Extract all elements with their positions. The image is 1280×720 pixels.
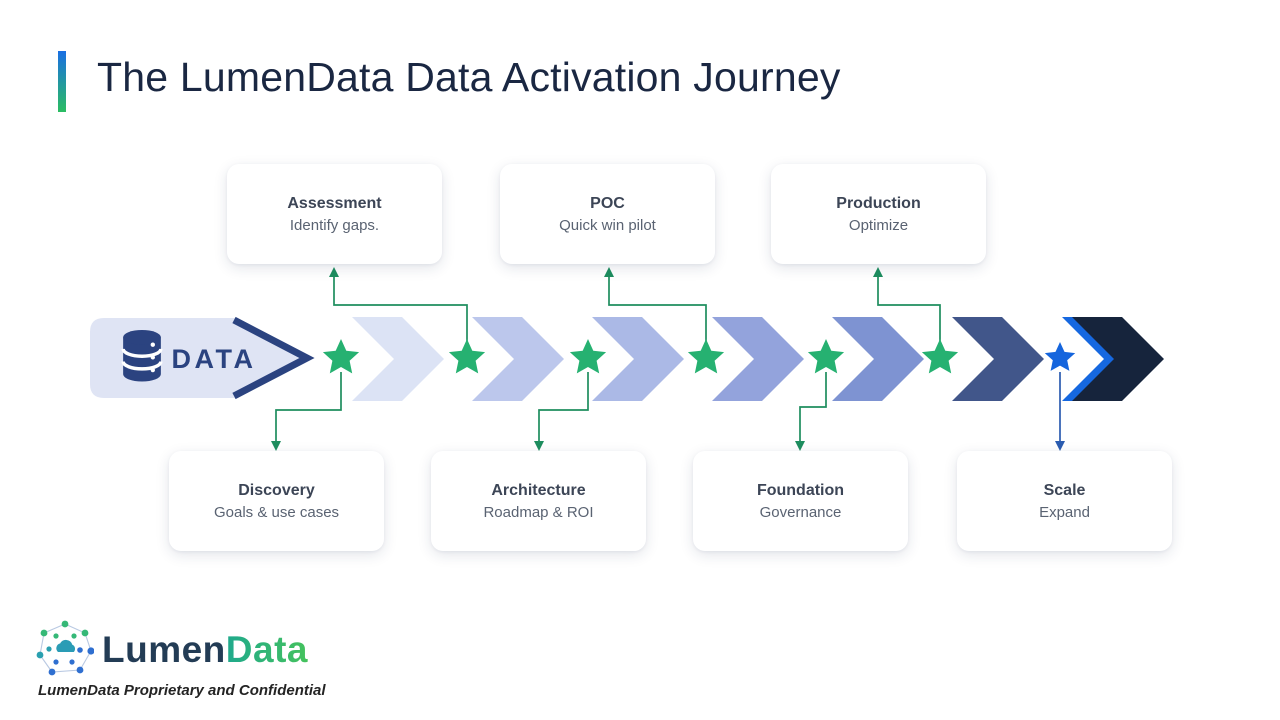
page-title: The LumenData Data Activation Journey: [97, 54, 841, 100]
milestone-star-6: [921, 339, 959, 374]
card-title: Foundation: [756, 481, 845, 499]
card-subtitle: Quick win pilot: [559, 216, 656, 234]
connector-production: [873, 267, 941, 346]
logo-wordmark: LumenData: [102, 629, 308, 671]
card-foundation: Foundation Governance: [693, 451, 908, 551]
chevron-step-6: [952, 317, 1044, 401]
connector-scale: [1055, 372, 1065, 451]
card-subtitle: Roadmap & ROI: [483, 503, 594, 521]
card-poc: POC Quick win pilot: [500, 164, 715, 264]
connector-assessment: [329, 267, 468, 346]
card-title: Assessment: [287, 194, 382, 212]
chevron-arrows: [352, 317, 1164, 401]
connector-discovery: [271, 372, 342, 451]
card-subtitle: Expand: [1039, 503, 1090, 521]
data-badge-label: DATA: [172, 344, 257, 374]
chevron-step-3: [592, 317, 684, 401]
card-discovery: Discovery Goals & use cases: [169, 451, 384, 551]
title-accent-bar: [58, 51, 66, 112]
logo-text-data: Data: [225, 629, 308, 670]
milestone-stars: [322, 339, 1076, 374]
card-subtitle: Governance: [759, 503, 842, 521]
connector-architecture: [534, 372, 589, 451]
card-subtitle: Identify gaps.: [289, 216, 380, 234]
connector-foundation: [795, 372, 827, 451]
card-title: Discovery: [238, 481, 315, 499]
lumendata-network-icon: [36, 620, 94, 676]
card-title: Production: [836, 194, 921, 212]
card-production: Production Optimize: [771, 164, 986, 264]
card-assessment: Assessment Identify gaps.: [227, 164, 442, 264]
card-subtitle: Optimize: [848, 216, 909, 234]
card-scale: Scale Expand: [957, 451, 1172, 551]
database-icon: [121, 330, 163, 382]
confidentiality-notice: LumenData Proprietary and Confidential: [38, 682, 326, 699]
chevron-step-1: [352, 317, 444, 401]
milestone-star-5: [807, 339, 845, 374]
connector-poc: [604, 267, 707, 346]
lumendata-logo: LumenData: [36, 620, 308, 680]
card-architecture: Architecture Roadmap & ROI: [431, 451, 646, 551]
milestone-star-1: [322, 339, 360, 374]
data-badge-chevron-outline: [232, 316, 315, 400]
milestone-star-2: [448, 339, 486, 374]
logo-text-lumen: Lumen: [102, 629, 226, 670]
chevron-step-2: [472, 317, 564, 401]
milestone-star-3: [569, 339, 607, 374]
card-subtitle: Goals & use cases: [213, 503, 340, 521]
data-source-badge: DATA: [90, 316, 315, 400]
card-title: Architecture: [491, 481, 586, 499]
milestone-star-7: [1044, 342, 1076, 371]
chevron-step-5: [832, 317, 924, 401]
chevron-step-7: [1072, 317, 1164, 401]
card-title: Scale: [1043, 481, 1086, 499]
card-title: POC: [590, 194, 625, 212]
chevron-step-4: [712, 317, 804, 401]
milestone-star-4: [687, 339, 725, 374]
